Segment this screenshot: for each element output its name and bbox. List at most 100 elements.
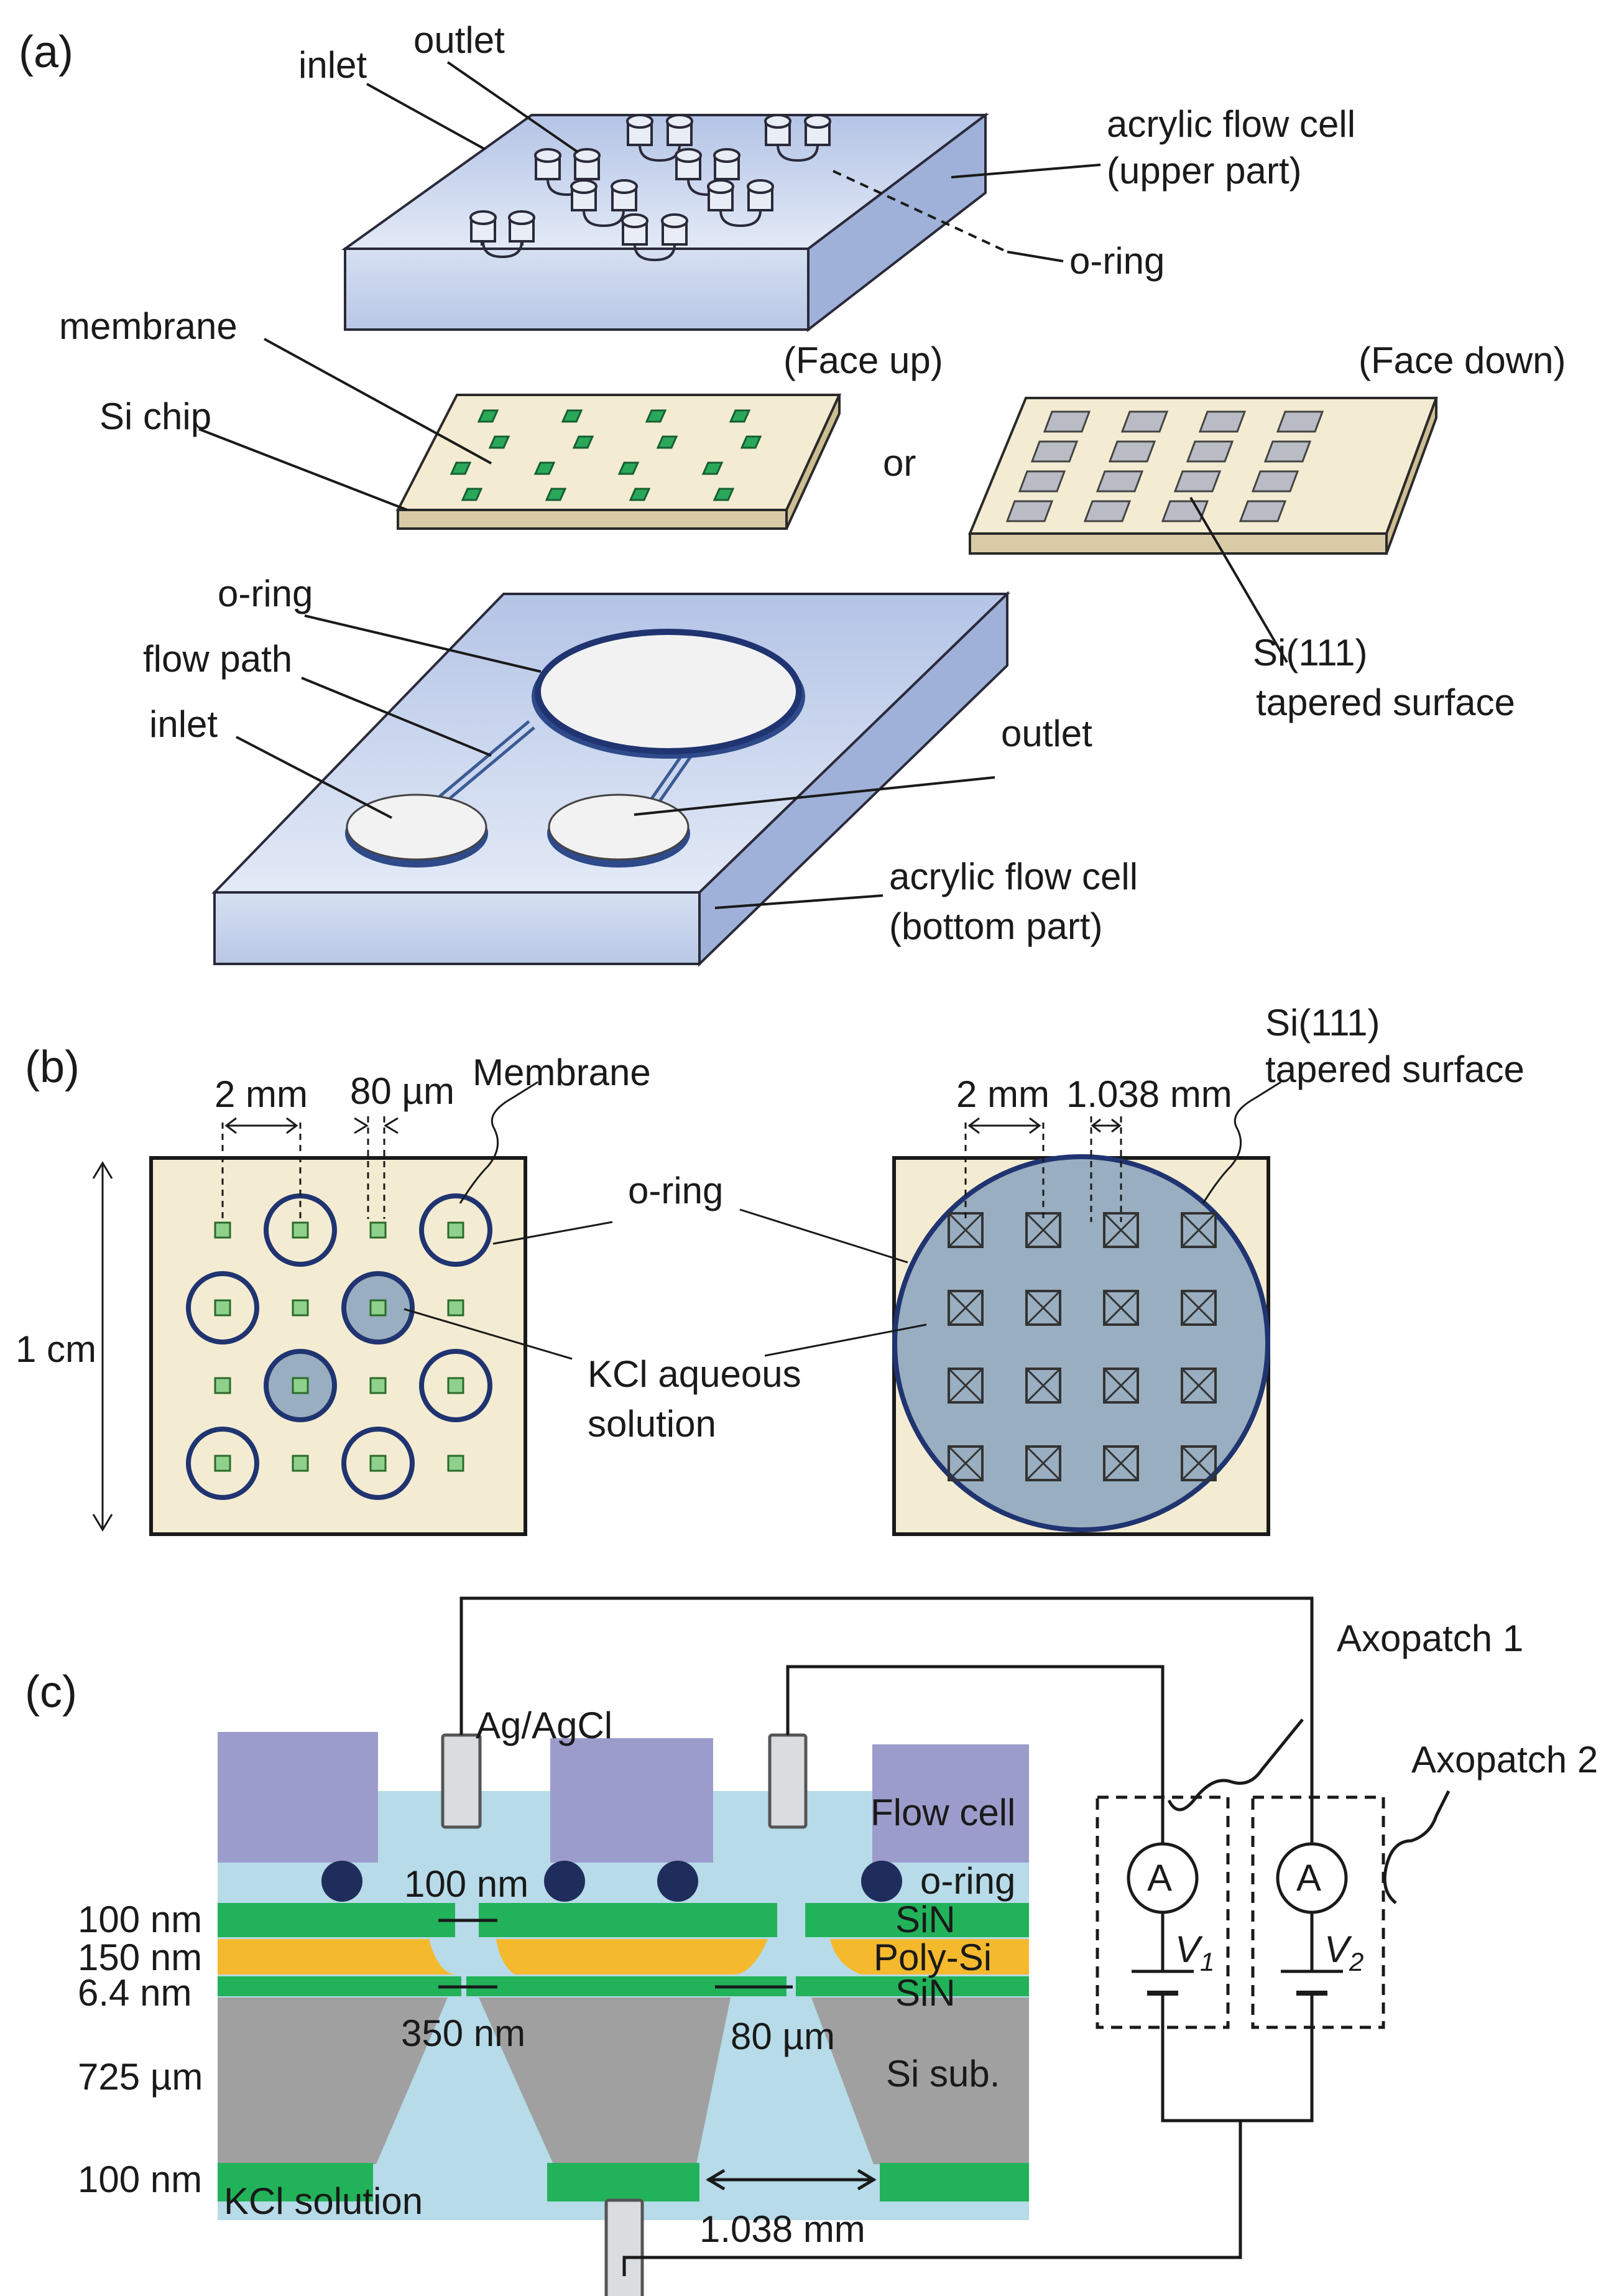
membrane-square: [488, 435, 510, 449]
membrane-square: [740, 435, 762, 449]
label-or: or: [883, 442, 916, 484]
window-diagonal: [948, 1445, 984, 1481]
bottom-acrylic-flow-cell: [211, 591, 1010, 967]
membrane-square: [461, 488, 483, 501]
membrane-square: [369, 1377, 387, 1394]
label-face-down: (Face down): [1359, 340, 1566, 381]
oring-window-circle: [892, 1154, 1270, 1532]
membrane-square: [292, 1299, 309, 1317]
oring-circle: [419, 1349, 492, 1422]
si-substrate: [218, 1997, 1029, 2164]
membrane-square: [561, 409, 583, 423]
tapered-window: [1103, 1368, 1139, 1404]
si-chip-face-up: [395, 394, 842, 530]
label-axopatch1: Axopatch 1: [1337, 1618, 1523, 1659]
ammeter-1-a: A: [1147, 1857, 1172, 1899]
panel-a: (a) inlet outlet acrylic flow: [19, 19, 1566, 967]
label-kcl-2: solution: [588, 1403, 716, 1445]
window-diagonal: [1103, 1445, 1139, 1481]
ammeter-2-a: A: [1296, 1857, 1321, 1899]
label-acrylic-bottom-2: (bottom part): [889, 905, 1102, 947]
membrane-square: [572, 435, 594, 449]
label-acrylic-upper-2: (upper part): [1107, 150, 1301, 192]
tapered-window: [1103, 1212, 1139, 1248]
tube-pair-7: [707, 179, 774, 228]
tapered-window: [1096, 470, 1144, 493]
label-80um-c: 80 µm: [731, 2016, 835, 2057]
tapered-window: [1173, 470, 1222, 493]
thickness-sin-bot: 100 nm: [78, 2159, 202, 2200]
tapered-window-array: [1005, 410, 1324, 522]
window-diagonal: [1181, 1445, 1217, 1481]
label-si111-a-1: Si(111): [1253, 632, 1368, 674]
label-inlet-bottom: inlet: [149, 703, 218, 745]
thickness-sub: 725 µm: [78, 2056, 203, 2098]
label-membrane-a: membrane: [59, 305, 238, 347]
label-si111-a-2: tapered surface: [1256, 682, 1515, 723]
tapered-window: [1239, 500, 1287, 522]
tube-pairs: [469, 114, 831, 262]
membrane-square: [713, 488, 735, 501]
window-diagonal: [948, 1290, 984, 1326]
label-kcl-solution: KCl solution: [224, 2180, 423, 2222]
membrane-square: [645, 409, 667, 423]
window-diagonal: [1025, 1290, 1061, 1326]
chip-face-up-top-view: [149, 1156, 527, 1536]
panel-c-letter: (c): [25, 1667, 77, 1717]
label-polysi: Poly-Si: [874, 1937, 992, 1978]
panel-c: (c): [25, 1596, 1598, 2296]
panel-b-letter: (b): [25, 1042, 80, 1092]
si-chip-face-down: [968, 397, 1438, 555]
sin-mid-layer: [218, 1976, 1029, 1996]
window-diagonal: [948, 1368, 984, 1404]
label-agcl: Ag/AgCl: [476, 1705, 612, 1746]
window-grid-face-down: [948, 1212, 1217, 1481]
tapered-window: [1108, 440, 1156, 463]
label-flow-cell: Flow cell: [870, 1792, 1015, 1833]
tapered-window: [1103, 1290, 1139, 1326]
window-diagonal: [1181, 1290, 1217, 1326]
window-diagonal: [1103, 1290, 1139, 1326]
label-si111-b-2: tapered surface: [1265, 1048, 1525, 1090]
window-diagonal: [1025, 1368, 1061, 1404]
sin-top-layer: [218, 1903, 1029, 1937]
window-diagonal: [1103, 1368, 1139, 1404]
tapered-window: [1025, 1445, 1061, 1481]
window-diagonal: [948, 1212, 984, 1248]
polysi-left: [218, 1939, 457, 1974]
tapered-window: [1103, 1445, 1139, 1481]
label-100nm-pore: 100 nm: [404, 1863, 528, 1905]
membrane-square: [214, 1221, 231, 1239]
label-flow-path: flow path: [143, 638, 292, 680]
label-oring-a: o-ring: [218, 573, 313, 614]
oring-circle: [419, 1193, 492, 1267]
membrane-grid-face-up: [186, 1193, 492, 1500]
tapered-window: [1083, 500, 1132, 522]
upper-leaders: [366, 61, 1101, 262]
tube-pair-1: [469, 210, 535, 259]
ag-agcl-electrodes: [441, 1733, 808, 2296]
thickness-sin-top: 100 nm: [78, 1899, 202, 1940]
label-350nm: 350 nm: [401, 2012, 525, 2054]
inlet-well: [346, 794, 487, 861]
bottom-leaders: [236, 614, 995, 909]
membrane-array: [450, 409, 762, 501]
voltage-1: V1: [1175, 1928, 1214, 1976]
ammeters: [1127, 1842, 1348, 1914]
tapered-window: [1018, 470, 1066, 493]
membrane-square: [629, 488, 651, 501]
b-dimension-lines: [92, 1081, 1281, 1532]
label-1038-b: 1.038 mm: [1066, 1073, 1232, 1115]
membrane-square: [292, 1455, 309, 1472]
tapered-window: [1181, 1212, 1217, 1248]
tapered-window: [1120, 410, 1169, 433]
thickness-polysi: 150 nm: [78, 1937, 202, 1978]
oring-circle: [186, 1271, 259, 1345]
circuit-wires: [438, 1596, 1451, 2276]
label-sin-mid: SiN: [895, 1972, 956, 2014]
label-kcl-1: KCl aqueous: [588, 1353, 801, 1395]
tapered-window: [1251, 470, 1299, 493]
label-si111-b-1: Si(111): [1265, 1002, 1380, 1044]
label-si-sub: Si sub.: [886, 2053, 1000, 2095]
tapered-window: [948, 1445, 984, 1481]
